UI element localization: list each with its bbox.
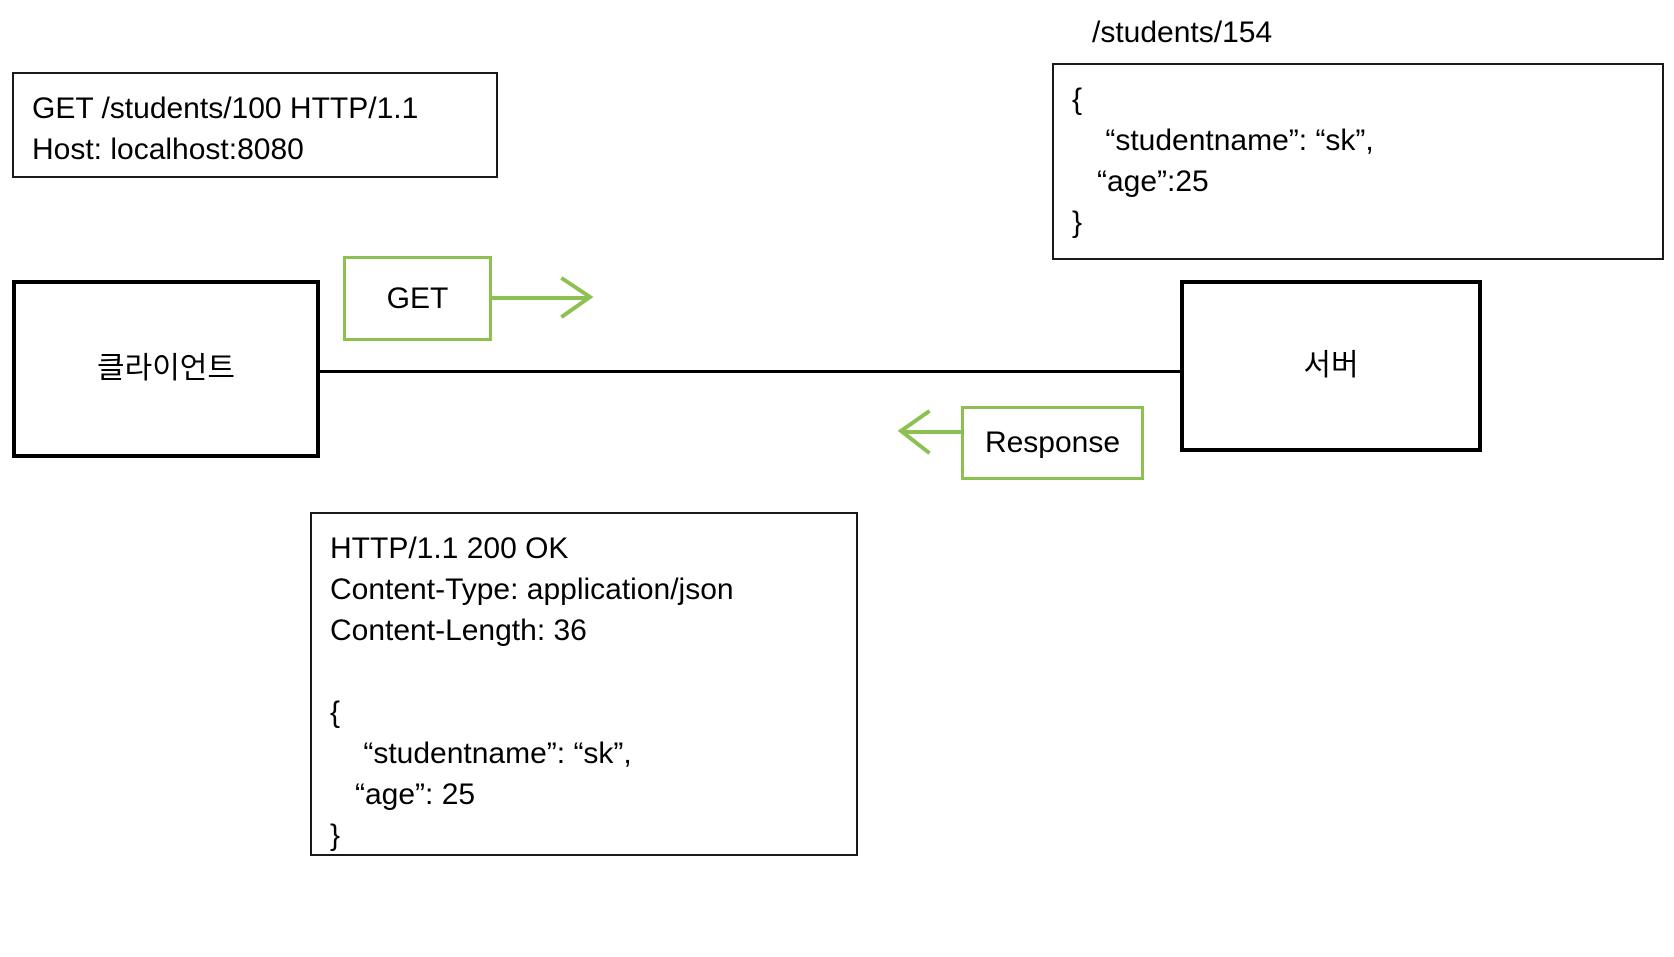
response-line-7: “age”: 25 <box>330 778 476 811</box>
response-line-8: } <box>330 819 341 852</box>
request-line-1: GET /students/100 HTTP/1.1 <box>32 92 419 125</box>
resource-line-4: } <box>1072 206 1083 239</box>
response-message-chip: Response <box>961 406 1144 480</box>
resource-json-note: { “studentname”: “sk”, “age”:25 } <box>1052 63 1664 260</box>
resource-line-1: { <box>1072 83 1083 116</box>
http-response-note: HTTP/1.1 200 OK Content-Type: applicatio… <box>310 512 858 856</box>
response-line-6: “studentname”: “sk”, <box>330 737 632 770</box>
server-node-label: 서버 <box>1303 349 1359 382</box>
client-node-label: 클라이언트 <box>97 352 235 385</box>
response-line-4 <box>330 651 840 692</box>
client-server-connector <box>318 370 1184 373</box>
request-line-2: Host: localhost:8080 <box>32 133 304 166</box>
request-message-label: GET <box>386 281 449 315</box>
response-arrow-icon <box>897 409 961 455</box>
resource-line-3: “age”:25 <box>1072 165 1209 198</box>
response-line-2: Content-Type: application/json <box>330 573 734 606</box>
request-message-chip: GET <box>343 256 492 341</box>
server-node: 서버 <box>1180 280 1482 452</box>
client-node: 클라이언트 <box>12 280 320 458</box>
response-message-label: Response <box>984 426 1121 459</box>
response-line-1: HTTP/1.1 200 OK <box>330 532 569 565</box>
response-line-3: Content-Length: 36 <box>330 614 587 647</box>
http-request-note: GET /students/100 HTTP/1.1 Host: localho… <box>12 72 498 178</box>
response-line-5: { <box>330 696 341 729</box>
resource-line-2: “studentname”: “sk”, <box>1072 124 1374 157</box>
request-arrow-icon <box>492 276 594 319</box>
resource-path-label: /students/154 <box>1092 16 1273 49</box>
